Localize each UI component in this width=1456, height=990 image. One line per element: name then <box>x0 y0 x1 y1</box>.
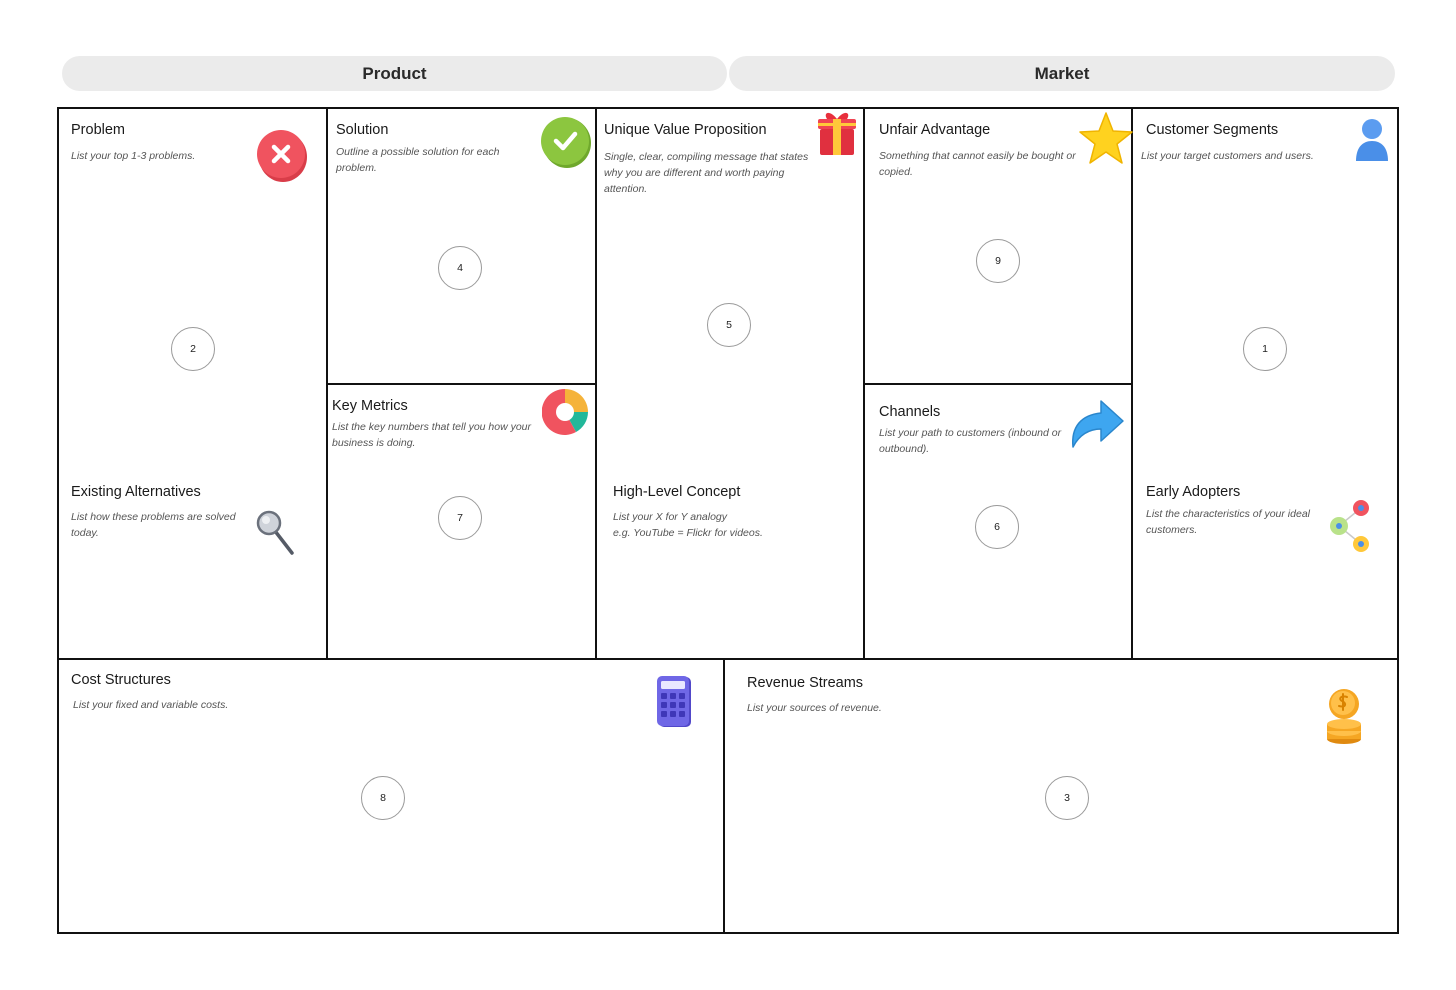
block-description: List your target customers and users. <box>1141 150 1314 162</box>
network-icon <box>1327 496 1375 561</box>
lean-canvas: Problem List your top 1-3 problems. 2 Ex… <box>57 107 1399 934</box>
block-description: Single, clear, compiling message that st… <box>604 151 809 195</box>
step-number: 1 <box>1243 327 1287 371</box>
divider <box>864 383 1132 385</box>
block-description: List the key numbers that tell you how y… <box>332 421 532 449</box>
market-header: Market <box>729 56 1395 91</box>
x-circle-icon <box>257 127 309 188</box>
divider <box>59 658 1397 660</box>
block-title: Customer Segments <box>1146 122 1279 138</box>
divider <box>327 383 595 385</box>
block-description: List your sources of revenue. <box>747 702 882 714</box>
step-number: 7 <box>438 496 482 540</box>
person-icon <box>1354 117 1390 168</box>
block-title: Unfair Advantage <box>879 122 991 138</box>
block-description: List your path to customers (inbound or … <box>879 427 1062 455</box>
block-description: List your top 1-3 problems. <box>71 150 196 162</box>
magnifier-icon <box>255 509 297 562</box>
block-title: High-Level Concept <box>613 484 741 500</box>
product-header: Product <box>62 56 727 91</box>
coins-icon <box>1324 687 1364 750</box>
block-title: Problem <box>71 122 125 138</box>
check-circle-icon <box>541 115 593 174</box>
block-title: Early Adopters <box>1146 484 1241 500</box>
step-number: 4 <box>438 246 482 290</box>
block-title: Key Metrics <box>332 398 408 414</box>
block-title: Unique Value Proposition <box>604 122 767 138</box>
step-number: 9 <box>976 239 1020 283</box>
block-description: List your X for Y analogy <box>613 511 728 523</box>
block-description: Something that cannot easily be bought o… <box>879 150 1076 178</box>
step-number: 3 <box>1045 776 1089 820</box>
block-title: Existing Alternatives <box>71 484 201 500</box>
step-number: 2 <box>171 327 215 371</box>
star-icon <box>1079 111 1133 172</box>
pie-chart-icon <box>541 387 588 442</box>
block-title: Channels <box>879 404 941 420</box>
block-description: Outline a possible solution for each pro… <box>336 146 500 174</box>
step-number: 6 <box>975 505 1019 549</box>
block-description: List your fixed and variable costs. <box>73 699 229 711</box>
block-title: Cost Structures <box>71 672 171 688</box>
block-description: List how these problems are solved today… <box>71 511 236 539</box>
block-description: e.g. YouTube = Flickr for videos. <box>613 527 763 539</box>
gift-icon <box>815 109 859 162</box>
calculator-icon <box>655 675 693 734</box>
divider <box>595 109 597 658</box>
block-title: Revenue Streams <box>747 675 864 691</box>
divider <box>1131 109 1133 658</box>
divider <box>723 658 725 932</box>
step-number: 5 <box>707 303 751 347</box>
block-description: List the characteristics of your ideal c… <box>1146 508 1310 536</box>
arrow-icon <box>1067 391 1125 454</box>
block-title: Solution <box>336 122 389 138</box>
step-number: 8 <box>361 776 405 820</box>
